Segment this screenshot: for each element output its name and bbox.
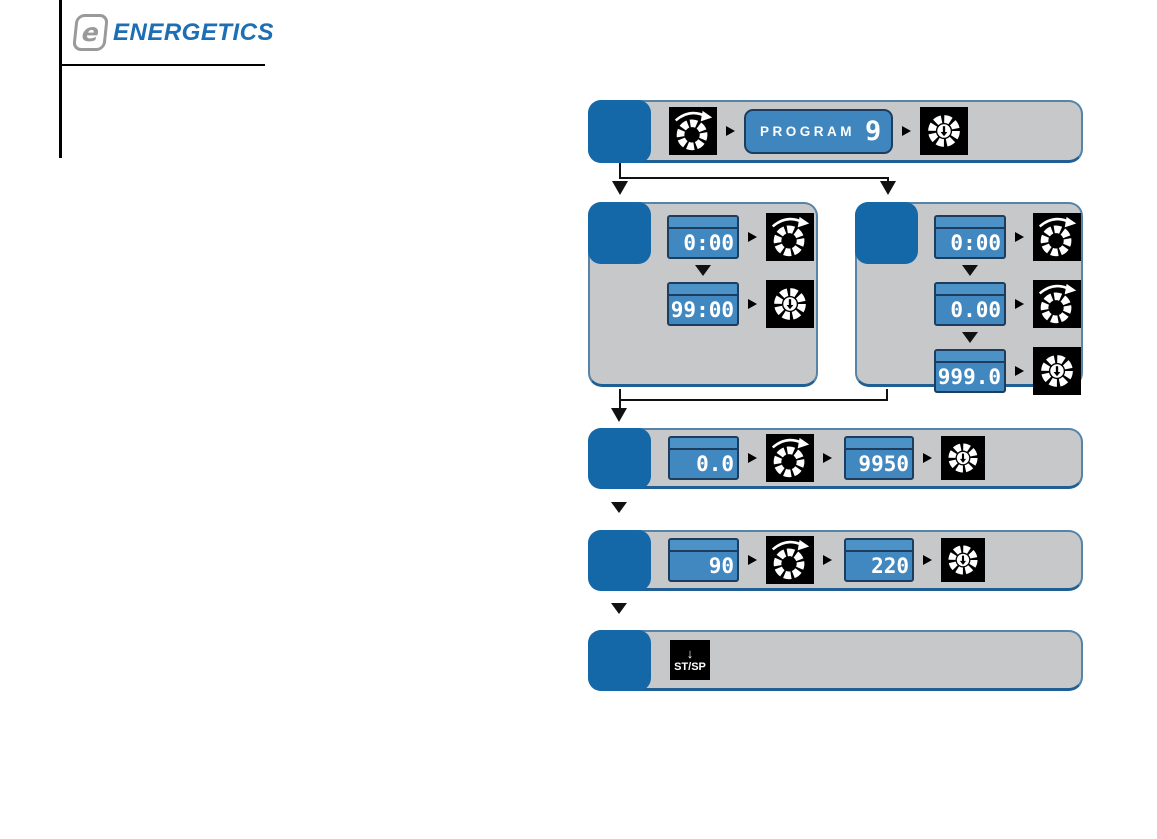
flow-step3-box: 0.0 9950 xyxy=(588,428,1083,489)
logo-underline-rule xyxy=(59,64,265,66)
dial-rotate-icon xyxy=(1033,213,1081,261)
flow-step5-tab xyxy=(588,630,651,691)
program-display-value: 9 xyxy=(865,115,882,147)
start-stop-button-label: ST/SP xyxy=(674,661,706,674)
lcd-header-band xyxy=(669,217,737,229)
connector-stem xyxy=(887,177,889,183)
lcd-display: 0.0 xyxy=(668,436,739,480)
flow-arrow-right-icon xyxy=(923,453,932,463)
brand-logo-icon: e xyxy=(72,14,109,51)
flow-step1-tab xyxy=(588,100,651,163)
flow-step4-box: 90 220 xyxy=(588,530,1083,591)
flow-arrow-right-icon xyxy=(823,555,832,565)
flow-arrow-right-icon xyxy=(726,126,735,136)
lcd-value: 999.0 xyxy=(937,365,1001,389)
dial-press-icon xyxy=(941,538,985,582)
flow-arrow-right-icon xyxy=(1015,299,1024,309)
connector-merge-line xyxy=(619,399,888,401)
flow-step5-box: ↓ ST/SP xyxy=(588,630,1083,691)
lcd-display: 9950 xyxy=(844,436,914,480)
dial-press-icon xyxy=(920,107,969,155)
flow-arrow-down-icon xyxy=(612,181,628,195)
brand-logo-letter: e xyxy=(80,18,101,47)
connector-stem xyxy=(886,389,888,401)
lcd-display: 99:00 xyxy=(667,282,739,326)
flow-arrow-right-icon xyxy=(748,299,757,309)
flow-step1-box: PROGRAM 9 xyxy=(588,100,1083,163)
flow-arrow-right-icon xyxy=(923,555,932,565)
flow-arrow-right-icon xyxy=(1015,232,1024,242)
lcd-display: 0:00 xyxy=(934,215,1006,259)
lcd-display: 0:00 xyxy=(667,215,739,259)
program-display-label: PROGRAM xyxy=(760,123,855,139)
lcd-header-band xyxy=(936,351,1004,363)
flow-arrow-down-icon xyxy=(611,603,627,614)
lcd-header-band xyxy=(846,438,912,450)
dial-rotate-icon xyxy=(766,434,814,482)
flow-arrow-right-icon xyxy=(748,232,757,242)
lcd-header-band xyxy=(670,438,737,450)
lcd-value: 0:00 xyxy=(683,231,734,255)
lcd-value: 0:00 xyxy=(950,231,1001,255)
lcd-header-band xyxy=(669,284,737,296)
flow-step4-tab xyxy=(588,530,651,591)
flow-step3-tab xyxy=(588,428,651,489)
dial-press-icon xyxy=(766,280,814,328)
flow-arrow-right-icon xyxy=(902,126,912,136)
lcd-value: 220 xyxy=(871,554,909,578)
flow-branch-right-tab xyxy=(855,202,918,264)
flow-arrow-right-icon xyxy=(748,453,757,463)
flow-arrow-down-icon xyxy=(880,181,896,195)
dial-rotate-icon xyxy=(1033,280,1081,328)
flow-arrow-down-icon xyxy=(695,265,711,276)
lcd-value: 9950 xyxy=(858,452,909,476)
lcd-display: 999.0 xyxy=(934,349,1006,393)
lcd-display: 0.00 xyxy=(934,282,1006,326)
lcd-header-band xyxy=(936,284,1004,296)
connector-branch-line xyxy=(619,177,889,179)
flow-branch-right-box: 0:00 0.00 xyxy=(855,202,1083,395)
flow-arrow-right-icon xyxy=(1015,366,1024,376)
lcd-value: 90 xyxy=(708,554,734,578)
lcd-value: 0.00 xyxy=(950,298,1001,322)
lcd-display: 90 xyxy=(668,538,739,582)
dial-press-icon xyxy=(1033,347,1081,395)
page-margin-rule xyxy=(59,0,62,158)
lcd-value: 0.0 xyxy=(696,452,734,476)
dial-rotate-icon xyxy=(766,536,814,584)
start-stop-button-icon: ↓ ST/SP xyxy=(670,640,710,680)
program-display: PROGRAM 9 xyxy=(744,108,894,154)
flow-arrow-down-icon xyxy=(962,265,978,276)
start-stop-button-arrow: ↓ xyxy=(686,645,694,661)
lcd-header-band xyxy=(670,540,737,552)
connector-stem xyxy=(619,163,621,179)
flow-arrow-right-icon xyxy=(823,453,832,463)
flow-arrow-down-icon xyxy=(962,332,978,343)
lcd-value: 99:00 xyxy=(670,298,734,322)
lcd-header-band xyxy=(846,540,912,552)
lcd-header-band xyxy=(936,217,1004,229)
flow-branch-left-tab xyxy=(588,202,651,264)
dial-rotate-icon xyxy=(766,213,814,261)
flow-arrow-right-icon xyxy=(748,555,757,565)
flow-arrow-down-icon xyxy=(611,502,627,513)
brand-wordmark: ENERGETICS xyxy=(113,19,275,46)
dial-press-icon xyxy=(941,436,985,480)
dial-rotate-icon xyxy=(669,107,717,155)
lcd-display: 220 xyxy=(844,538,914,582)
flow-branch-left-box: 0:00 99:00 xyxy=(588,202,818,387)
flow-arrow-down-icon xyxy=(611,408,627,422)
